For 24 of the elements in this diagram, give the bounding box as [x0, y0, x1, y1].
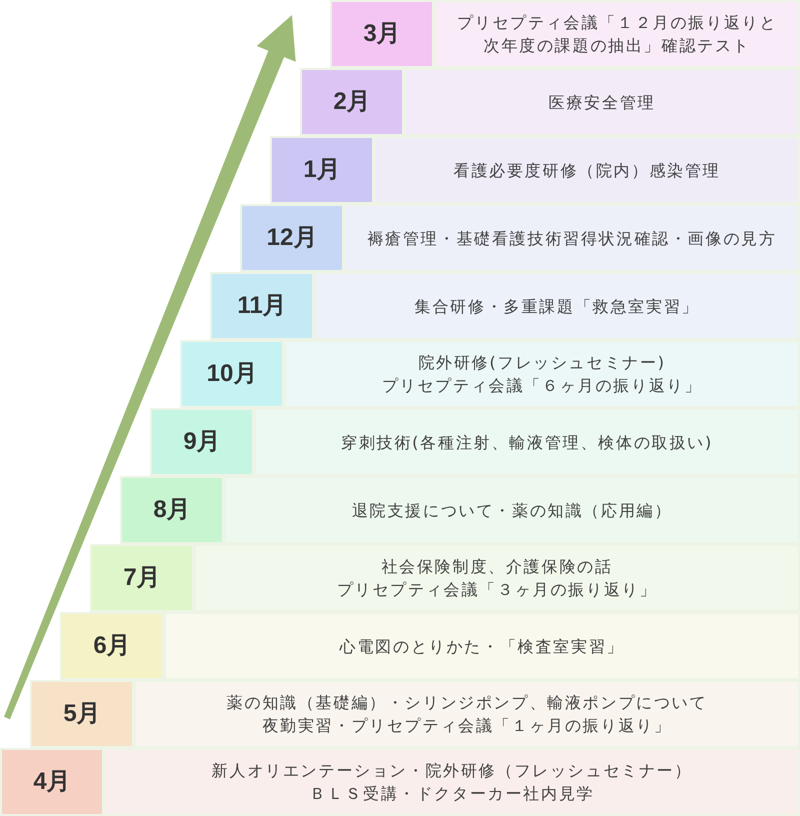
month-box: 6月 — [60, 612, 164, 680]
topic-box: 心電図のとりかた・「検査室実習」 — [164, 612, 800, 680]
topic-box: 看護必要度研修（院内）感染管理 — [374, 136, 800, 204]
month-box: 10月 — [180, 340, 284, 408]
topic-box: 薬の知識（基礎編）・シリンジポンプ、輸液ポンプについて夜勤実習・プリセプティ会議「１ヶ月の振り返り」 — [134, 680, 800, 748]
topic-box: プリセプティ会議「１２月の振り返りと次年度の課題の抽出」確認テスト — [434, 0, 800, 68]
topic-box: 褥瘡管理・基礎看護技術習得状況確認・画像の見方 — [344, 204, 800, 272]
topic-box: 退院支援について・薬の知識（応用編） — [224, 476, 800, 544]
topic-box: 新人オリエンテーション・院外研修（フレッシュセミナー）ＢＬＳ受講・ドクターカー社内見学 — [104, 748, 800, 816]
month-box: 4月 — [0, 748, 104, 816]
month-box: 7月 — [90, 544, 194, 612]
topic-box: 医療安全管理 — [404, 68, 800, 136]
month-box: 9月 — [150, 408, 254, 476]
topic-box: 穿刺技術(各種注射、輸液管理、検体の取扱い) — [254, 408, 800, 476]
month-box: 2月 — [300, 68, 404, 136]
topic-box: 集合研修・多重課題「救急室実習」 — [314, 272, 800, 340]
month-box: 12月 — [240, 204, 344, 272]
topic-box: 社会保険制度、介護保険の話プリセプティ会議「３ヶ月の振り返り」 — [194, 544, 800, 612]
topic-box: 院外研修(フレッシュセミナー)プリセプティ会議「６ヶ月の振り返り」 — [284, 340, 800, 408]
month-box: 1月 — [270, 136, 374, 204]
month-box: 3月 — [330, 0, 434, 68]
month-box: 8月 — [120, 476, 224, 544]
month-box: 11月 — [210, 272, 314, 340]
month-box: 5月 — [30, 680, 134, 748]
